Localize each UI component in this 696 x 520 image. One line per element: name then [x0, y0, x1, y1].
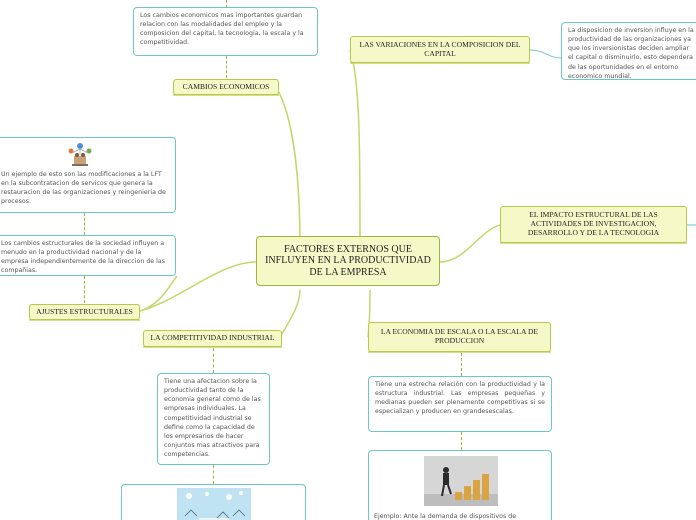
link-ajustes-note: [139, 275, 178, 312]
dotted-connector: [226, 56, 227, 78]
dotted-connector: [84, 276, 85, 303]
topic-impacto-estructural[interactable]: EL IMPACTO ESTRUCTURAL DE LAS ACTIVIDADE…: [500, 206, 687, 243]
topic-cambios-economicos[interactable]: CAMBIOS ECONOMICOS: [173, 79, 279, 95]
topic-ajustes-estructurales[interactable]: AJUSTES ESTRUCTURALES: [29, 304, 140, 320]
economia-image-box[interactable]: Ejemplo: Ante la demanda de dispositivos…: [368, 450, 552, 520]
competitividad-image-box[interactable]: [121, 484, 306, 520]
note-variaciones-capital[interactable]: La disposicion de inversion influye en l…: [561, 22, 696, 80]
dotted-connector: [213, 465, 214, 484]
topic-impacto-label: EL IMPACTO ESTRUCTURAL DE LAS ACTIVIDADE…: [527, 210, 660, 237]
dotted-connector: [213, 348, 214, 373]
dotted-connector: [461, 353, 462, 376]
note-economia-ejemplo: Ejemplo: Ante la demanda de dispositivos…: [374, 513, 516, 520]
city-illustration-icon: [177, 488, 251, 520]
note-cambios-text: Los cambios economicos mas importantes g…: [140, 12, 304, 47]
note-economia-escala[interactable]: Tiene una estrecha relación con la produ…: [368, 376, 552, 432]
central-topic[interactable]: FACTORES EXTERNOS QUE INFLUYEN EN LA PRO…: [256, 236, 440, 286]
businessman-coins-illustration-icon: [424, 456, 498, 506]
note-competitividad[interactable]: Tiene una afectacion sobre la productivi…: [157, 373, 270, 465]
topic-variaciones-capital[interactable]: LAS VARIACIONES EN LA COMPOSICION DEL CA…: [350, 36, 530, 63]
topic-economia-escala[interactable]: LA ECONOMIA DE ESCALA O LA ESCALA DE PRO…: [368, 322, 551, 352]
topic-economia-label: LA ECONOMIA DE ESCALA O LA ESCALA DE PRO…: [380, 327, 539, 345]
note-economia-ejemplo-text: Ejemplo: Ante la demanda de dispositivos…: [374, 513, 517, 520]
topic-ajustes-label: AJUSTES ESTRUCTURALES: [36, 306, 133, 316]
central-topic-label: FACTORES EXTERNOS QUE INFLUYEN EN LA PRO…: [265, 243, 431, 278]
note-cambios-economicos[interactable]: Los cambios economicos mas importantes g…: [133, 7, 318, 56]
link-impacto: [439, 224, 501, 263]
dotted-connector: [84, 213, 85, 235]
note-ajustes-text: Los cambios estructurales de la sociedad…: [1, 240, 166, 275]
topic-competitividad-industrial[interactable]: LA COMPETITIVIDAD INDUSTRIAL: [143, 330, 282, 347]
topic-cambios-label: CAMBIOS ECONOMICOS: [182, 81, 270, 91]
link-cambios: [275, 86, 301, 251]
note-ajustes-ejemplo[interactable]: Un ejemplo de esto son las modificacione…: [0, 137, 176, 213]
note-variaciones-text: La disposicion de inversion influye en l…: [568, 27, 694, 80]
note-competitividad-text: Tiene una afectacion sobre la productivi…: [164, 378, 261, 458]
note-ajustes-ejemplo-text: Un ejemplo de esto son las modificacione…: [1, 171, 166, 206]
note-economia-text: Tiene una estrecha relación con la produ…: [375, 381, 545, 416]
dotted-connector: [226, 0, 227, 8]
link-variaciones: [349, 49, 361, 241]
topic-competitividad-label: LA COMPETITIVIDAD INDUSTRIAL: [150, 333, 275, 343]
link-variaciones-note: [529, 49, 562, 59]
link-competitividad: [279, 289, 301, 338]
link-ajustes: [139, 261, 257, 312]
note-ajustes-estructurales[interactable]: Los cambios estructurales de la sociedad…: [0, 235, 176, 276]
team-illustration-icon: [68, 143, 92, 166]
dotted-connector: [461, 432, 462, 450]
topic-variaciones-label: LAS VARIACIONES EN LA COMPOSICION DEL CA…: [359, 39, 521, 58]
